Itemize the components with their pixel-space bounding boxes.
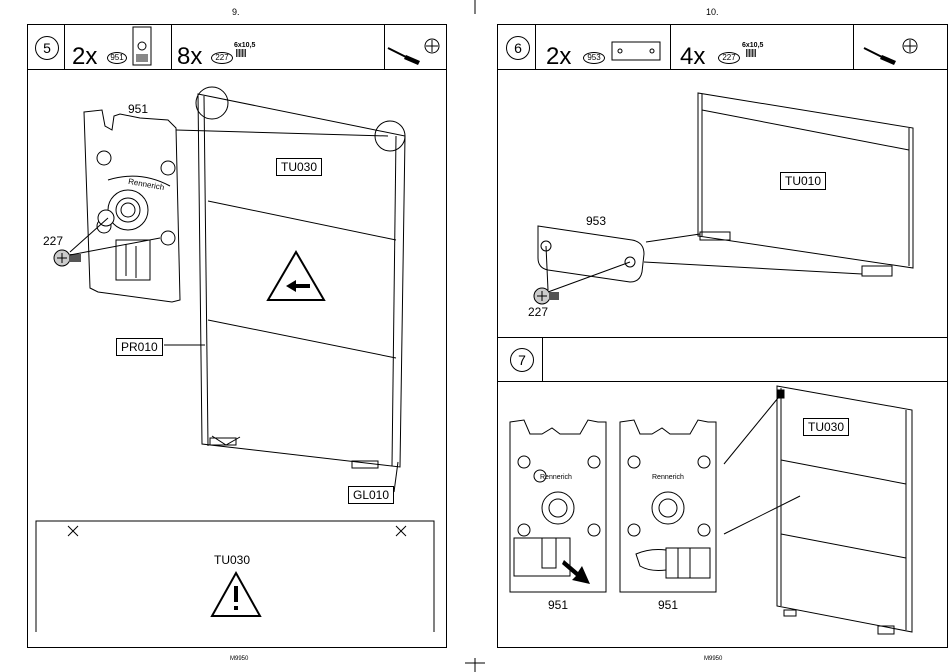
bracket-951-right — [620, 420, 716, 592]
brand-logo-text: Rennerich — [652, 474, 684, 481]
footer-code-right: M9950 — [704, 656, 722, 662]
bracket-951-left — [510, 420, 606, 592]
label-227: 227 — [528, 305, 548, 319]
screw-icon — [746, 49, 756, 57]
label-953: 953 — [586, 214, 606, 228]
brand-logo-text: Rennerich — [540, 474, 572, 481]
plate-thumbnail-icon — [612, 42, 660, 60]
label-951: 951 — [548, 598, 568, 612]
phillips-head-icon — [903, 39, 917, 53]
label-tu010: TU010 — [780, 172, 826, 190]
label-951: 951 — [658, 598, 678, 612]
screw-icon — [534, 288, 559, 304]
screwdriver-icon — [864, 48, 896, 65]
label-tu030: TU030 — [803, 418, 849, 436]
